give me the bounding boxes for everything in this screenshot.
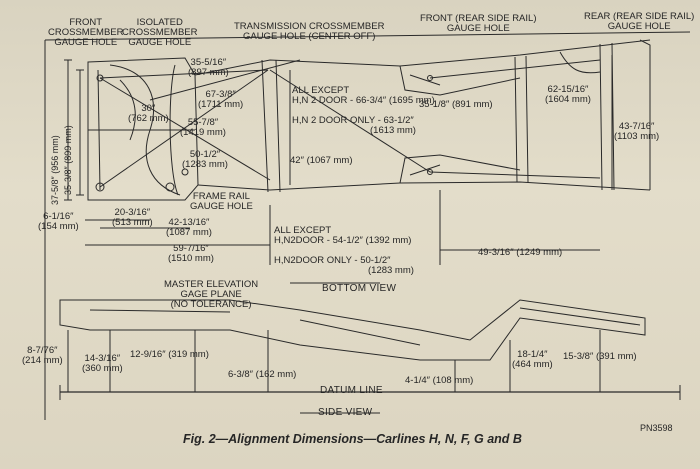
isolated-crossmember-label: ISOLATED CROSSMEMBER GAUGE HOLE xyxy=(122,17,198,48)
dim-50-1-2: 50-1/2″(1283 mm) xyxy=(182,149,228,170)
dim-8-7-76: 8-7/76″(214 mm) xyxy=(22,345,63,366)
rear-rear-side-rail-label: REAR (REAR SIDE RAIL) GAUGE HOLE xyxy=(584,11,695,32)
dim-35-5-16: 35-5/16″(897 mm) xyxy=(188,57,229,78)
dim-15-3-8: 15-3/8″ (391 mm) xyxy=(563,351,637,362)
transmission-crossmember xyxy=(261,59,281,193)
front-rear-side-rail-label: FRONT (REAR SIDE RAIL) GAUGE HOLE xyxy=(420,13,537,34)
dim-12-9-16: 12-9/16″ (319 mm) xyxy=(130,349,209,360)
master-elevation-label: MASTER ELEVATION GAGE PLANE (NO TOLERANC… xyxy=(164,279,259,310)
dim-6-1-16: 6-1/16″(154 mm) xyxy=(38,211,79,232)
side-view-title: SIDE VIEW xyxy=(318,407,373,418)
transmission-crossmember-label: TRANSMISSION CROSSMEMBER GAUGE HOLE (CEN… xyxy=(234,21,385,42)
front-crossmember-label: FRONT CROSSMEMBER GAUGE HOLE xyxy=(48,17,124,48)
dim-14-3-16: 14-3/16″(360 mm) xyxy=(82,353,123,374)
dim-43-7-16: 43-7/16″(1103 mm) xyxy=(614,121,660,142)
dim-59-7-16: 59-7/16″(1510 mm) xyxy=(168,243,214,264)
dim-55-7-8: 55-7/8″(1419 mm) xyxy=(180,117,226,138)
dim-35-1-8: 35-1/8″ (891 mm) xyxy=(419,99,493,110)
dim-49-3-16: 49-3/16″ (1249 mm) xyxy=(478,247,563,258)
side-frame-outline xyxy=(59,299,646,361)
datum-line-label: DATUM LINE xyxy=(320,385,383,396)
dim-35-3-8: 35-3/8″ (899 mm) xyxy=(63,125,73,195)
all-except-bottom-label: ALL EXCEPT H,N2DOOR - 54-1/2″ (1392 mm) … xyxy=(274,225,414,276)
dim-30: 30″(762 mm) xyxy=(128,103,169,124)
dim-62-15-16: 62-15/16″(1604 mm) xyxy=(545,84,591,105)
bottom-view-title: BOTTOM VIEW xyxy=(322,283,397,294)
dim-6-3-8: 6-3/8″ (162 mm) xyxy=(228,369,297,380)
dim-4-1-4: 4-1/4″ (108 mm) xyxy=(405,375,474,386)
dim-67-3-8: 67-3/8″(1711 mm) xyxy=(198,89,244,110)
figure-caption: Fig. 2—Alignment Dimensions—Carlines H, … xyxy=(183,432,522,446)
all-except-top-label: ALL EXCEPT H,N 2 DOOR - 66-3/4″ (1695 mm… xyxy=(292,85,435,136)
dim-18-1-4: 18-1/4″(464 mm) xyxy=(512,349,553,370)
part-number: PN3598 xyxy=(640,423,673,433)
rear-crossmember xyxy=(514,55,529,183)
dim-37-5-8: 37-5/8″ (956 mm) xyxy=(50,135,60,205)
dim-20-3-16: 20-3/16″(513 mm) xyxy=(112,207,153,228)
rail-bottom xyxy=(197,181,651,191)
dim-42: 42″ (1067 mm) xyxy=(290,155,353,166)
dim-42-13-16: 42-13/16″(1087 mm) xyxy=(166,217,212,238)
